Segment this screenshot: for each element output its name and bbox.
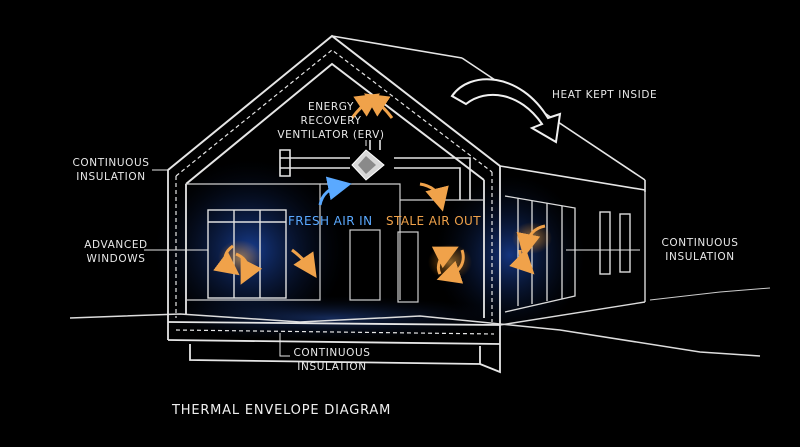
- heat-kept-inside-label: HEAT KEPT INSIDE: [552, 89, 658, 101]
- right-front-wall: [483, 166, 501, 325]
- continuous-insulation-right-label: CONTINUOUS INSULATION: [661, 237, 739, 263]
- side-wall: [499, 190, 646, 326]
- glow-floor: [150, 296, 510, 340]
- warm-glow-right: [512, 222, 552, 254]
- ground-line: [69, 313, 761, 357]
- erv-duct: [279, 140, 471, 200]
- foundation: [167, 321, 501, 374]
- ground-line-right: [649, 287, 771, 301]
- leader-lines: [144, 140, 640, 357]
- continuous-insulation-left-label: CONTINUOUS INSULATION: [72, 157, 150, 183]
- diagram-title: THERMAL ENVELOPE DIAGRAM: [172, 403, 392, 418]
- stale-air-out-label: STALE AIR OUT: [386, 214, 481, 228]
- erv-label: ENERGY RECOVERY VENTILATOR (ERV): [277, 101, 385, 141]
- advanced-windows-label: ADVANCED WINDOWS: [84, 239, 148, 265]
- fresh-air-in-label: FRESH AIR IN: [288, 214, 373, 228]
- continuous-insulation-bottom-label: CONTINUOUS INSULATION: [293, 347, 371, 373]
- erv-unit-icon: [351, 149, 385, 181]
- curved-arrow-icon: [450, 78, 562, 144]
- left-wall: [167, 170, 187, 322]
- fresh-air-arrow-icon: [318, 176, 352, 206]
- airflow-arrow-icon: [213, 93, 546, 285]
